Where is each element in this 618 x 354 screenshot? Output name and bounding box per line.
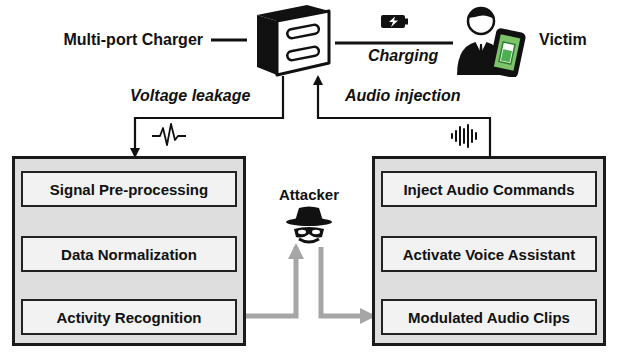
connector	[321, 247, 372, 316]
battery-icon	[381, 15, 408, 28]
node-text: Victim	[539, 31, 587, 49]
node-text: Modulated Audio Clips	[408, 309, 570, 326]
node-text: Signal Pre-processing	[50, 181, 208, 198]
process-box: Inject Audio Commands	[381, 171, 597, 207]
victim-icon	[455, 3, 527, 77]
connector	[246, 247, 296, 316]
charger-icon	[255, 3, 333, 77]
process-box: Modulated Audio Clips	[381, 299, 597, 335]
charger-node: Multi-port Charger	[63, 2, 333, 78]
edge-label: Voltage leakage	[130, 87, 250, 105]
node-text: Activate Voice Assistant	[403, 246, 576, 263]
waveform-icon	[152, 124, 186, 145]
edge-label: Audio injection	[345, 87, 461, 105]
node-text: Inject Audio Commands	[403, 181, 574, 198]
leader-line	[209, 35, 249, 45]
node-text: Data Normalization	[61, 246, 197, 263]
process-box: Activate Voice Assistant	[381, 236, 597, 272]
process-box: Data Normalization	[21, 236, 237, 272]
process-box: Activity Recognition	[21, 299, 237, 335]
audio-wave-icon	[452, 125, 476, 147]
victim-node: Victim	[455, 2, 587, 78]
node-text: Multi-port Charger	[63, 31, 203, 49]
injection-panel: Inject Audio CommandsActivate Voice Assi…	[372, 156, 606, 346]
connector	[318, 77, 490, 156]
attacker-icon	[285, 205, 333, 245]
node-text: Activity Recognition	[56, 309, 201, 326]
attacker-node: Attacker	[272, 186, 346, 245]
sensing-panel: Signal Pre-processingData NormalizationA…	[12, 156, 246, 346]
process-box: Signal Pre-processing	[21, 171, 237, 207]
edge-label: Charging	[368, 47, 438, 65]
connector	[335, 42, 453, 45]
node-text: Attacker	[272, 186, 346, 203]
